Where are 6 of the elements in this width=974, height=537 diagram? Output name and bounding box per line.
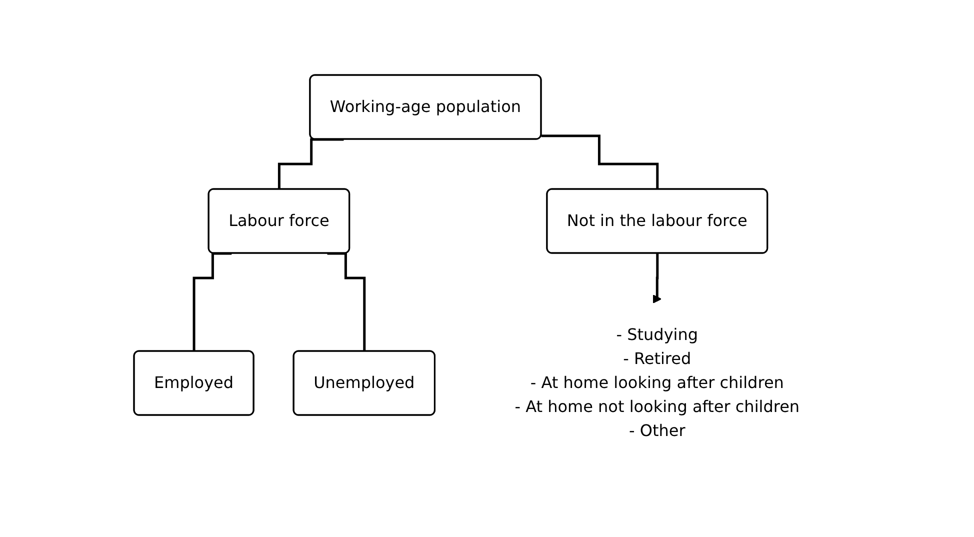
- node-text: - Studying - Retired - At home looking after children - At home not looking after children - Other: [514, 324, 800, 440]
- connector: [327, 252, 366, 352]
- arrow: [652, 252, 662, 303]
- connector: [542, 134, 660, 190]
- connector: [192, 252, 232, 352]
- connector: [278, 138, 344, 190]
